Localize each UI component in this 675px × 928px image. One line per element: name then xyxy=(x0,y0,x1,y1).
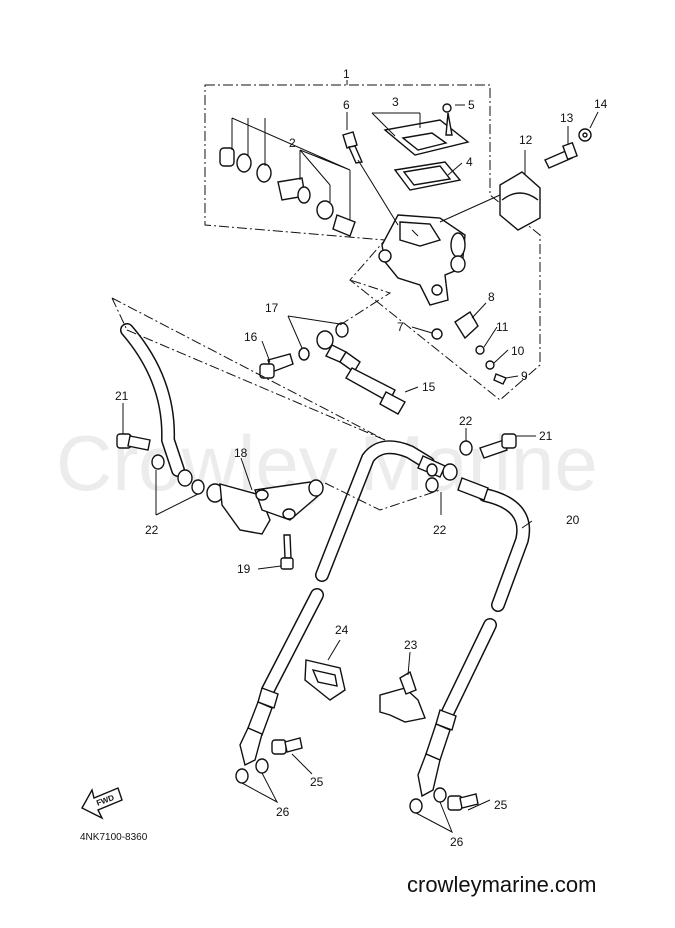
callout: 7 xyxy=(397,320,404,334)
callout: 12 xyxy=(519,133,533,147)
callout: 22 xyxy=(145,523,159,537)
callout: 21 xyxy=(539,429,553,443)
copper-washer-22-upper xyxy=(459,440,473,456)
fwd-arrow-icon: FWD xyxy=(81,787,123,820)
callout: 20 xyxy=(566,513,580,527)
hose-clamp-24 xyxy=(304,659,346,701)
brake-hose-left-lower xyxy=(235,588,324,784)
callout: 11 xyxy=(496,320,509,334)
callout: 22 xyxy=(459,414,473,428)
callout: 5 xyxy=(468,98,475,112)
joint-bolt-19 xyxy=(280,534,294,570)
callout: 9 xyxy=(521,369,528,383)
callout: 24 xyxy=(335,623,349,637)
union-bolt-25-left xyxy=(271,737,303,755)
clamp-washer xyxy=(578,128,592,142)
callout: 26 xyxy=(450,835,464,849)
callout: 10 xyxy=(511,344,525,358)
callout: 14 xyxy=(594,97,608,111)
callout: 17 xyxy=(265,301,279,315)
hose-clamp-23 xyxy=(379,670,426,723)
brake-hose-20 xyxy=(315,440,531,612)
brake-hose-right-lower xyxy=(409,618,497,814)
callout: 25 xyxy=(310,775,324,789)
copper-washers-17 xyxy=(298,322,349,361)
brake-hose-joint-18 xyxy=(206,479,324,535)
callout: 8 xyxy=(488,290,495,304)
callout: 18 xyxy=(234,446,248,460)
handlebar-clamp xyxy=(499,171,541,231)
callout: 26 xyxy=(276,805,290,819)
brake-hose-15 xyxy=(316,330,406,415)
union-bolt-25-right xyxy=(447,793,479,811)
diagram-code: 4NK7100-8360 xyxy=(80,832,148,843)
callout: 6 xyxy=(343,98,350,112)
union-bolt-16 xyxy=(259,353,294,379)
callout: 23 xyxy=(404,638,418,652)
callout: 19 xyxy=(237,562,251,576)
union-bolt-21-left xyxy=(116,433,151,451)
callout: 21 xyxy=(115,389,129,403)
piston-kit xyxy=(219,147,356,237)
clamp-bolt xyxy=(544,141,578,169)
callout: 4 xyxy=(466,155,473,169)
copper-washers-22-left xyxy=(151,454,205,495)
callout: 3 xyxy=(392,95,399,109)
brake-hose-left-upper xyxy=(120,323,193,487)
reservoir-cap xyxy=(383,103,470,191)
callout: 25 xyxy=(494,798,508,812)
bleed-screw xyxy=(342,131,364,164)
assembly-boundary xyxy=(204,84,541,401)
master-cylinder-body xyxy=(378,214,466,306)
callout: 2 xyxy=(289,136,296,150)
lever-pivot-parts xyxy=(431,311,507,385)
callout: 1 xyxy=(343,67,350,81)
callout-labels: 1 2 3 4 5 6 7 8 9 10 11 12 13 14 15 16 1… xyxy=(115,67,608,849)
callout: 22 xyxy=(433,523,447,537)
callout: 16 xyxy=(244,330,258,344)
callout: 15 xyxy=(422,380,436,394)
watermark: Crowley Marine xyxy=(56,419,598,507)
callout: 13 xyxy=(560,111,574,125)
footer-url: crowleymarine.com xyxy=(407,872,597,897)
union-bolt-21-right xyxy=(479,433,517,459)
